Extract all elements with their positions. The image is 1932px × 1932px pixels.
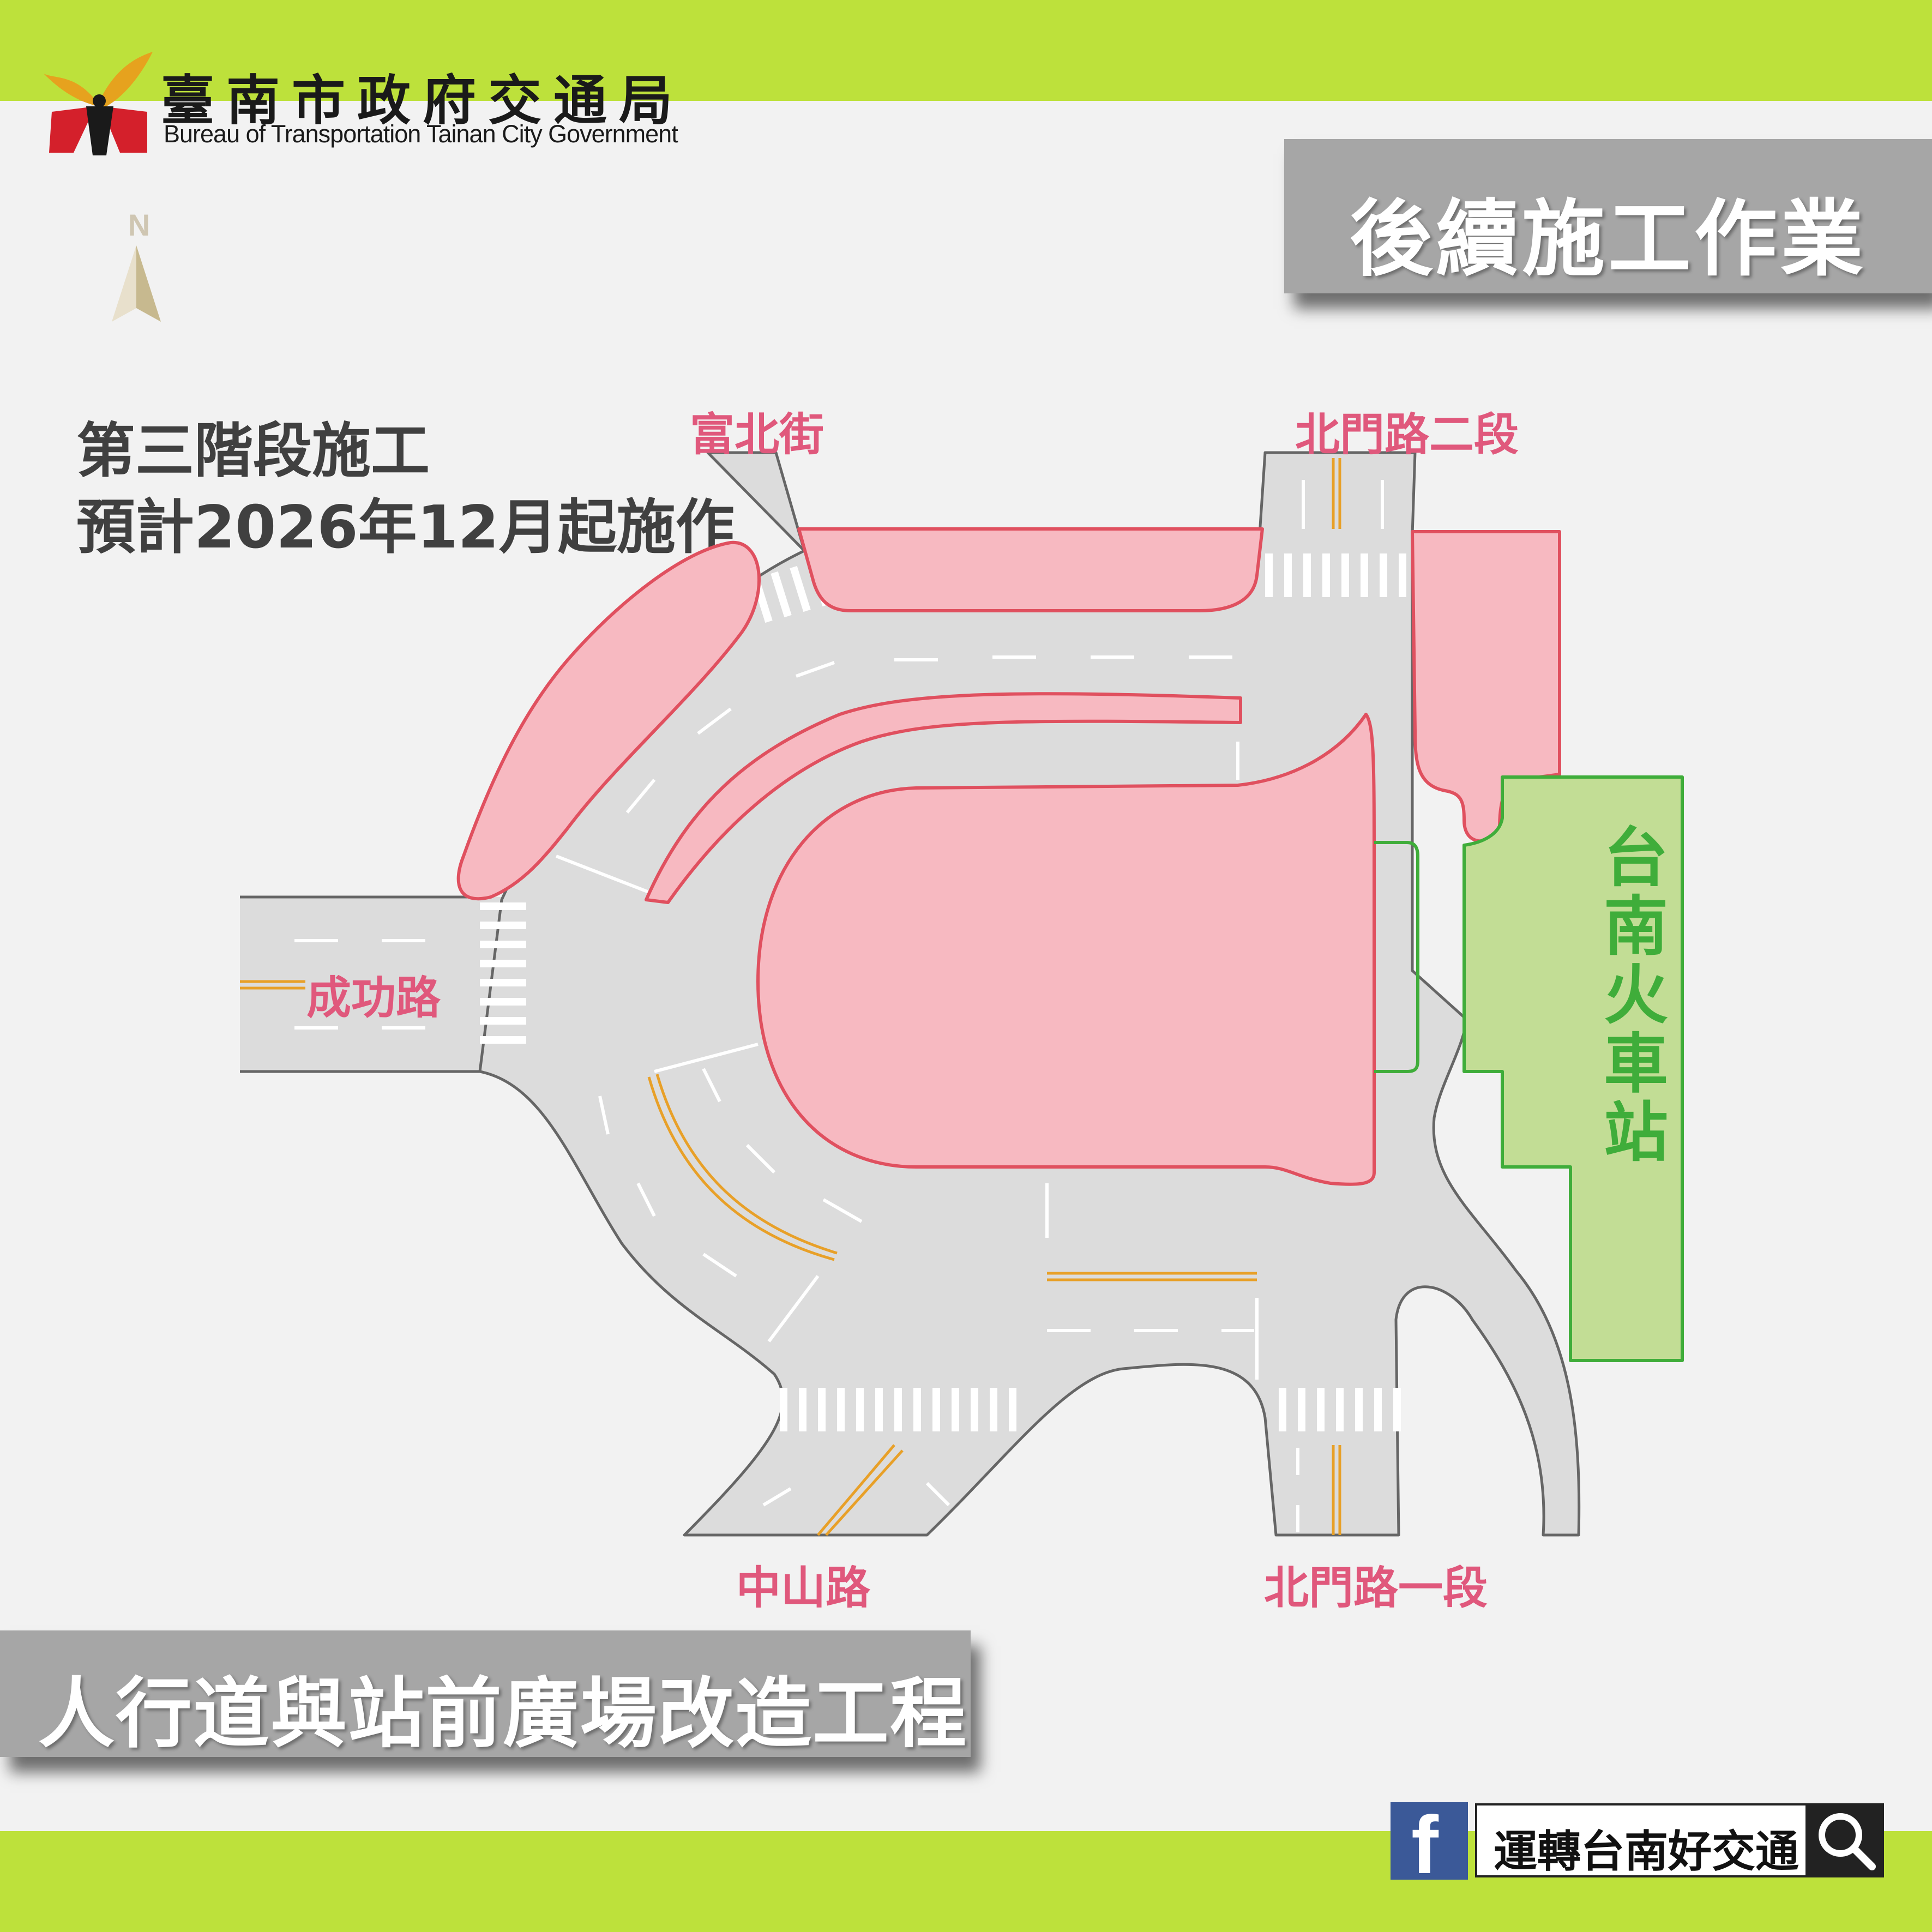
facebook-page-name: 運轉台南好交通 [1494,1826,1799,1877]
agency-name-zh: 臺南市政府交通局 [161,70,685,132]
crosswalks [480,553,1406,1431]
facebook-search-box[interactable]: 運轉台南好交通 [1475,1803,1808,1877]
agency-emblem-icon [44,52,153,155]
construction-zone-west [456,540,761,901]
north-arrow-icon [112,245,161,322]
project-title-banner: 人行道與站前廣場改造工程 [0,1630,971,1759]
agency-name-en: Bureau of Transportation Tainan City Gov… [164,120,678,148]
station-dropoff [1374,841,1419,1073]
road-label-beimen-sec1: 北門路一段 [1264,1562,1488,1614]
construction-zone-median [645,692,1242,904]
lane-markings [294,480,1384,1532]
search-button[interactable] [1808,1803,1884,1877]
construction-zone-north [797,527,1264,612]
construction-zones [456,527,1561,1186]
center-lines [240,458,1341,1536]
construction-zone-plaza [756,713,1376,1186]
station-building [1462,775,1684,1362]
work-status-text: 後續施工作業 [1350,191,1867,287]
road-label-beimen-sec2: 北門路二段 [1295,409,1519,461]
agency-logo: 臺南市政府交通局 Bureau of Transportation Tainan… [44,52,678,161]
project-title: 人行道與站前廣場改造工程 [38,1670,968,1759]
search-icon [1819,1813,1876,1870]
compass: N [106,207,172,327]
road-label-zhongshan: 中山路 [736,1562,871,1614]
facebook-icon[interactable]: f [1391,1799,1468,1891]
phase-title: 第三階段施工 [76,417,430,485]
road-label-chenggong: 成功路 [306,972,441,1024]
compass-north-label: N [128,208,151,242]
road-label-fubei: 富北街 [690,409,824,461]
station-label: 台南火車站 [1603,820,1668,1170]
top-accent-band [0,0,1932,101]
station-area [1374,775,1684,1362]
phase-schedule: 預計2026年12月起施作 [76,493,735,562]
work-status-banner: 後續施工作業 [1284,139,1932,293]
